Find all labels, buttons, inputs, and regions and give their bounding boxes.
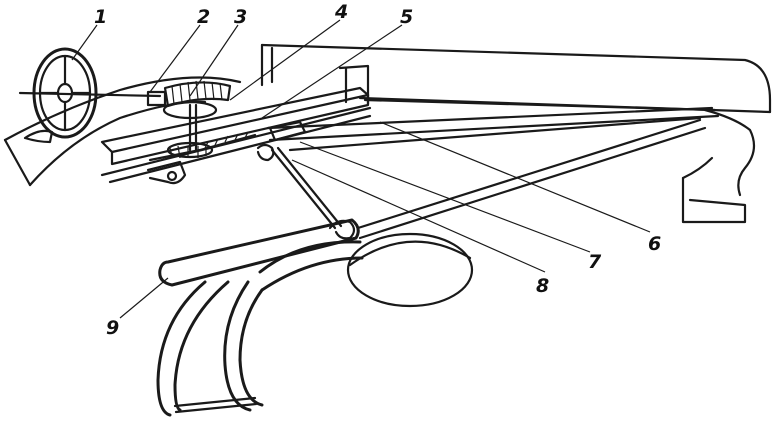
lever	[158, 118, 707, 287]
channel-beam	[100, 64, 372, 184]
leader-lines	[71, 19, 651, 319]
label-9: 9	[106, 317, 119, 339]
handwheel	[18, 47, 162, 139]
label-1: 1	[94, 6, 107, 28]
yoke	[156, 240, 364, 417]
label-3: 3	[234, 6, 247, 28]
bracket	[146, 120, 307, 185]
pull-rod	[270, 146, 356, 240]
worm-gear	[146, 80, 257, 162]
overhead-beam	[260, 43, 772, 224]
label-2: 2	[197, 6, 210, 28]
callout-labels: 1 2 3 4 5 6 7 8 9	[94, 1, 661, 339]
label-6: 6	[648, 233, 661, 255]
label-5: 5	[400, 6, 413, 28]
label-8: 8	[536, 275, 549, 297]
ring	[346, 232, 474, 308]
tie-rods	[266, 98, 720, 152]
label-4: 4	[334, 1, 348, 23]
label-7: 7	[588, 251, 602, 273]
